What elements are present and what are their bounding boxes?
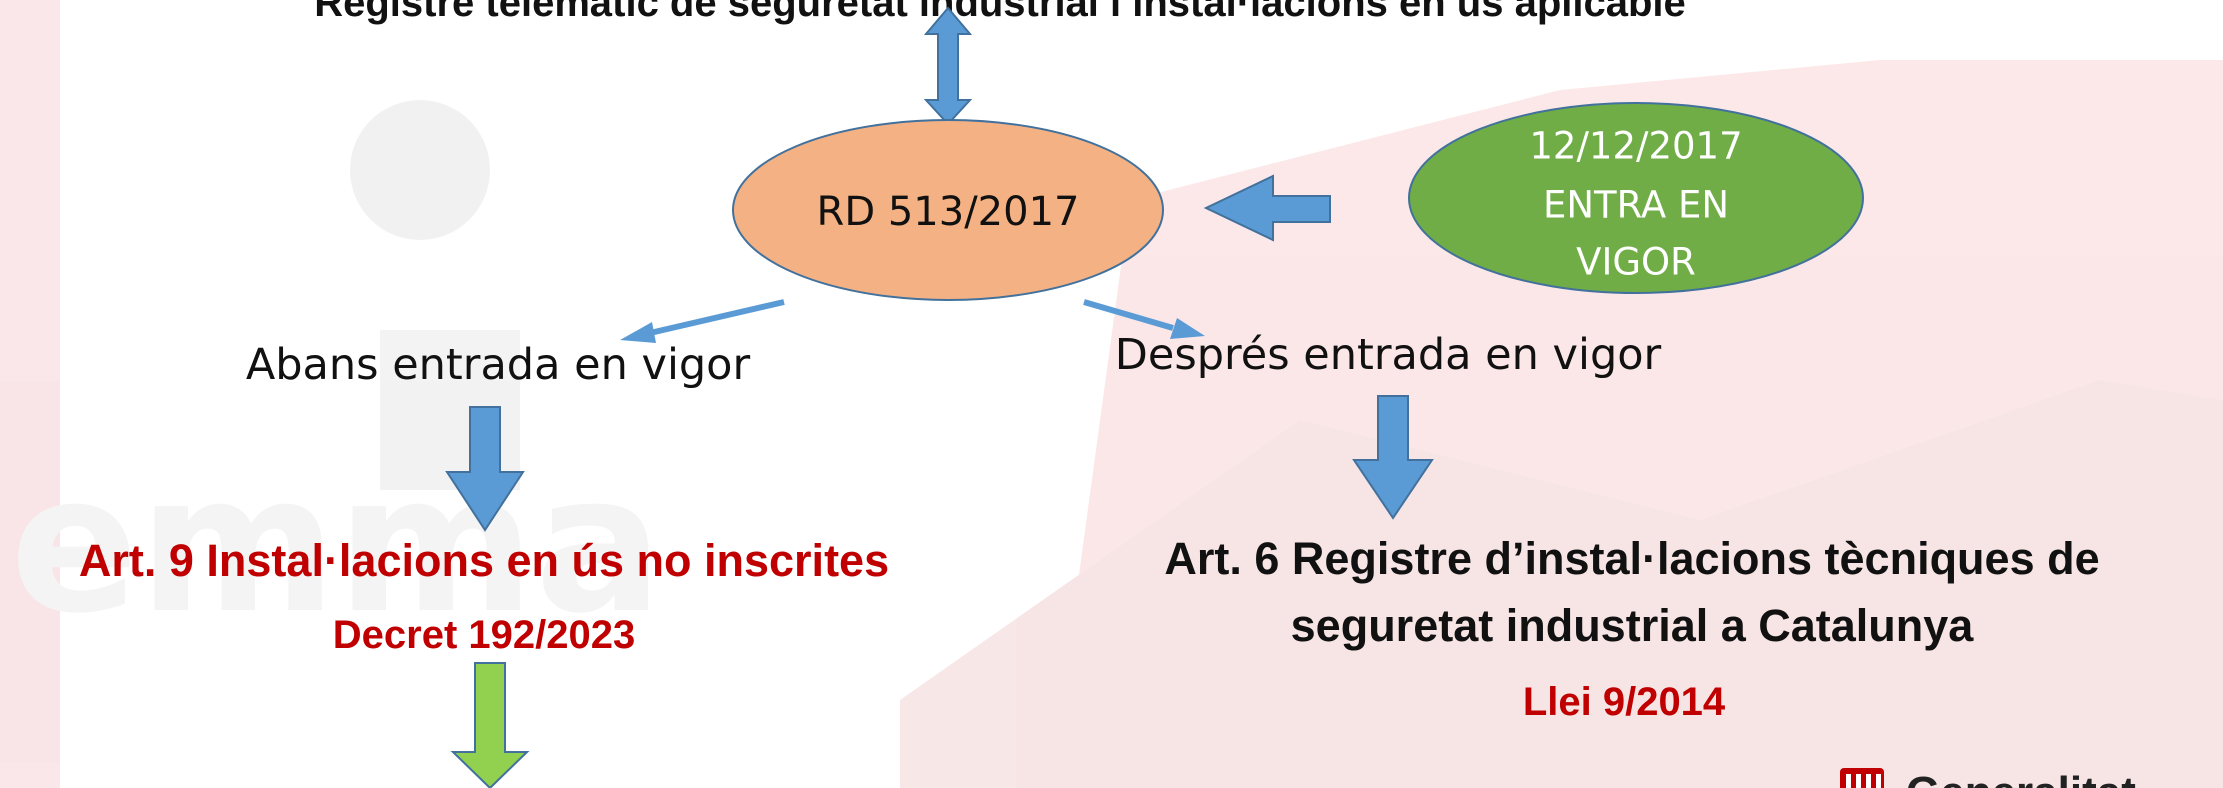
after-pointer-icon bbox=[1083, 299, 1205, 339]
rd-ellipse bbox=[732, 119, 1164, 301]
left-law-label: Decret 192/2023 bbox=[332, 613, 636, 657]
right-article-title-line1: Art. 6 Registre d’instal·lacions tècniqu… bbox=[1164, 533, 2100, 584]
generalitat-emblem-icon bbox=[1840, 768, 1884, 788]
right-article-title-line2: seguretat industrial a Catalunya bbox=[1290, 600, 1974, 651]
before-label: Abans entrada en vigor bbox=[245, 340, 751, 390]
rd-label: RD 513/2017 bbox=[816, 189, 1080, 235]
logo-text: Generalitat bbox=[1906, 768, 2136, 788]
vigor-date-label: 12/12/2017 bbox=[1529, 124, 1743, 168]
right-law-label: Llei 9/2014 bbox=[1522, 680, 1726, 724]
vigor-ellipse bbox=[1408, 102, 1864, 294]
vigor-line2-label: ENTRA EN bbox=[1543, 183, 1729, 227]
double-arrow-icon bbox=[923, 6, 973, 126]
before-pointer-icon bbox=[620, 299, 785, 343]
left-arrow-icon bbox=[1203, 174, 1331, 242]
vigor-line3-label: VIGOR bbox=[1576, 240, 1696, 284]
top-heading: Registre telemàtic de seguretat industri… bbox=[314, 0, 1686, 25]
down-arrow-left-icon bbox=[445, 406, 525, 532]
generalitat-logo: Generalitat bbox=[1840, 766, 2223, 788]
after-label: Després entrada en vigor bbox=[1114, 330, 1662, 380]
down-arrow-right-icon bbox=[1352, 395, 1434, 520]
green-down-arrow-icon bbox=[450, 662, 530, 788]
left-article-title: Art. 9 Instal·lacions en ús no inscrites bbox=[78, 535, 890, 586]
svg-text:emma: emma bbox=[10, 434, 663, 655]
